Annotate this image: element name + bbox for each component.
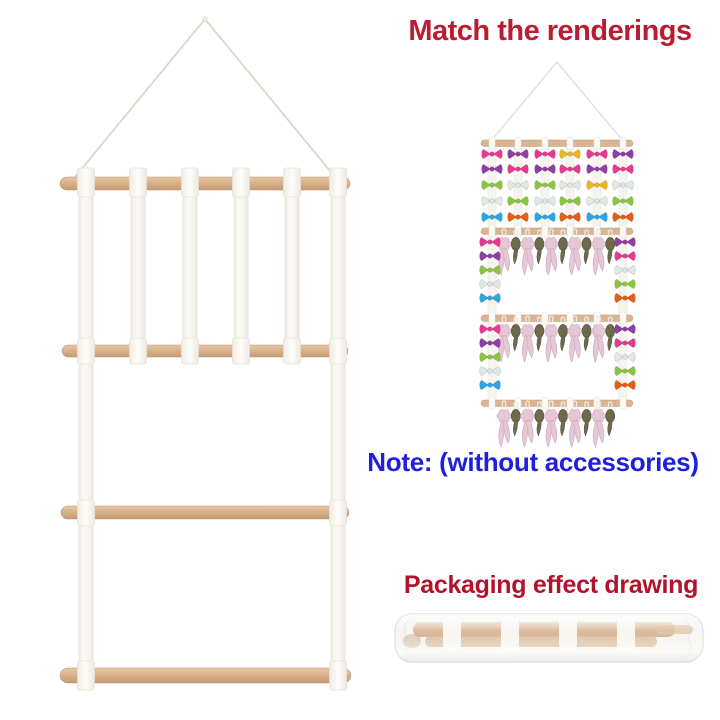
packaging-photo — [394, 613, 704, 663]
renderings-title: Match the renderings — [408, 15, 692, 47]
strap-loops — [77, 167, 347, 691]
bow-grid — [481, 148, 634, 223]
packaging-title: Packaging effect drawing — [403, 571, 699, 599]
wooden-rods — [59, 176, 352, 684]
organizer-photo — [59, 16, 352, 691]
scrunchie-rows — [496, 228, 616, 448]
hanging-string — [69, 16, 341, 184]
preview-string — [490, 60, 624, 142]
preview-rods — [480, 136, 634, 410]
fabric-straps — [78, 183, 346, 674]
bag-sheen — [395, 614, 703, 662]
preview-ribbons — [487, 139, 628, 406]
preview-accessories — [479, 136, 636, 448]
renderings-preview — [479, 60, 636, 448]
note-text: Note: (without accessories) — [367, 447, 699, 477]
side-bows — [479, 236, 636, 391]
